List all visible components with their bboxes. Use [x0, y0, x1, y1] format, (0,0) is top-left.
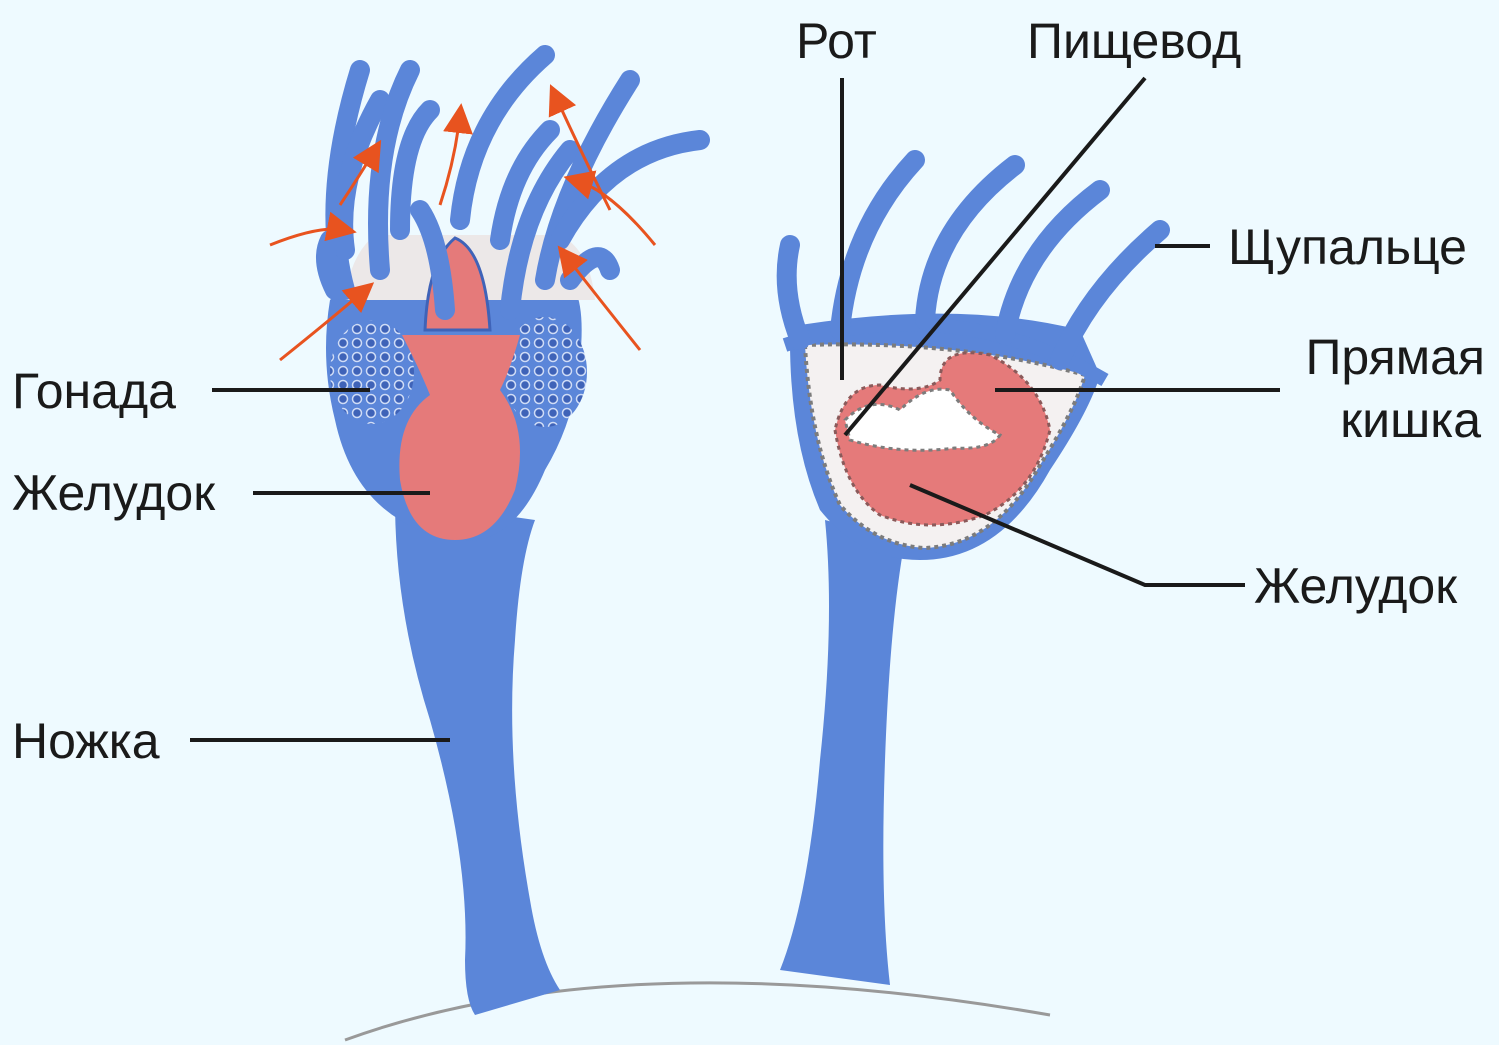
label-mouth: Рот: [796, 16, 877, 66]
left-stalk: [395, 500, 560, 1015]
left-stomach: [399, 335, 520, 540]
label-rectum-line2: кишка: [1340, 395, 1481, 445]
left-tentacles: [326, 55, 700, 310]
label-stomach-left: Желудок: [12, 468, 215, 518]
label-rectum-line1: Прямая: [1305, 332, 1485, 382]
left-gonad-left: [330, 320, 414, 424]
label-stalk: Ножка: [12, 716, 160, 766]
label-gonad: Гонада: [12, 366, 176, 416]
label-stomach-right: Желудок: [1254, 561, 1457, 611]
label-esophagus: Пищевод: [1027, 16, 1241, 66]
ground-line: [345, 983, 1050, 1040]
left-polyp: [270, 55, 700, 1015]
left-gonad-right: [503, 317, 587, 427]
right-stalk: [780, 520, 905, 985]
label-tentacle: Щупальце: [1228, 222, 1467, 272]
